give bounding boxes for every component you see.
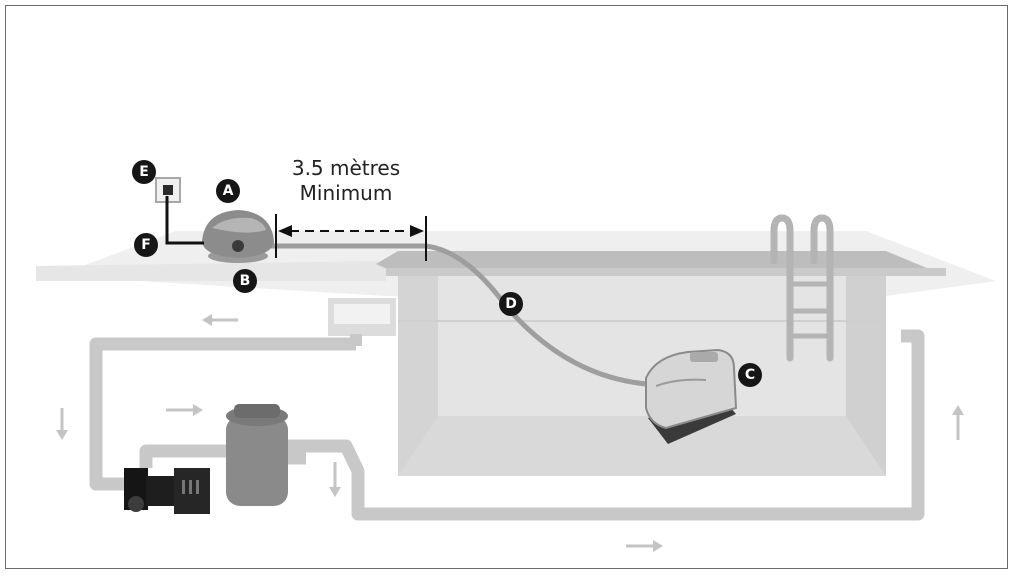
flow-arrow-down-left (56, 408, 68, 440)
dimension-label: 3.5 mètres Minimum (246, 156, 446, 206)
pump (124, 468, 210, 514)
dimension-minimum: Minimum (299, 181, 393, 205)
marker-e: E (132, 160, 156, 184)
marker-a: A (216, 179, 240, 203)
pool-floor (398, 416, 886, 476)
robot-cleaner (645, 348, 738, 444)
sand-filter (226, 404, 288, 506)
cable-port (232, 240, 244, 252)
power-wire (165, 196, 204, 245)
flow-arrow-down-mid (329, 462, 341, 497)
flow-arrows (56, 314, 964, 552)
flow-arrow-right-bottom (626, 540, 663, 552)
dimension-value: 3.5 mètres (291, 156, 401, 180)
circulation-pipes (89, 329, 925, 521)
dimension-line (275, 214, 427, 261)
flow-arrow-up-right (952, 405, 964, 440)
pool-left-wall (398, 261, 438, 476)
flow-arrow-left (202, 314, 238, 326)
pool-right-wall (846, 261, 886, 476)
diagram-frame: 3.5 mètres Minimum A B C D E F (5, 5, 1008, 569)
marker-c: C (738, 363, 762, 387)
marker-d: D (499, 292, 523, 316)
pool-diagram (36, 177, 996, 552)
pool-deck-front (36, 261, 386, 281)
pool-interior (438, 271, 846, 446)
pipe-filter-out (288, 329, 925, 521)
skimmer (328, 298, 396, 346)
flow-arrow-right-top (166, 404, 203, 416)
pipe-pump-to-filter (139, 444, 226, 468)
pipe-return-left (89, 337, 356, 491)
pool-ladder (770, 214, 834, 362)
marker-b: B (233, 269, 257, 293)
marker-f: F (134, 233, 158, 257)
pool-rim-front (386, 268, 946, 276)
power-supply (202, 210, 274, 263)
